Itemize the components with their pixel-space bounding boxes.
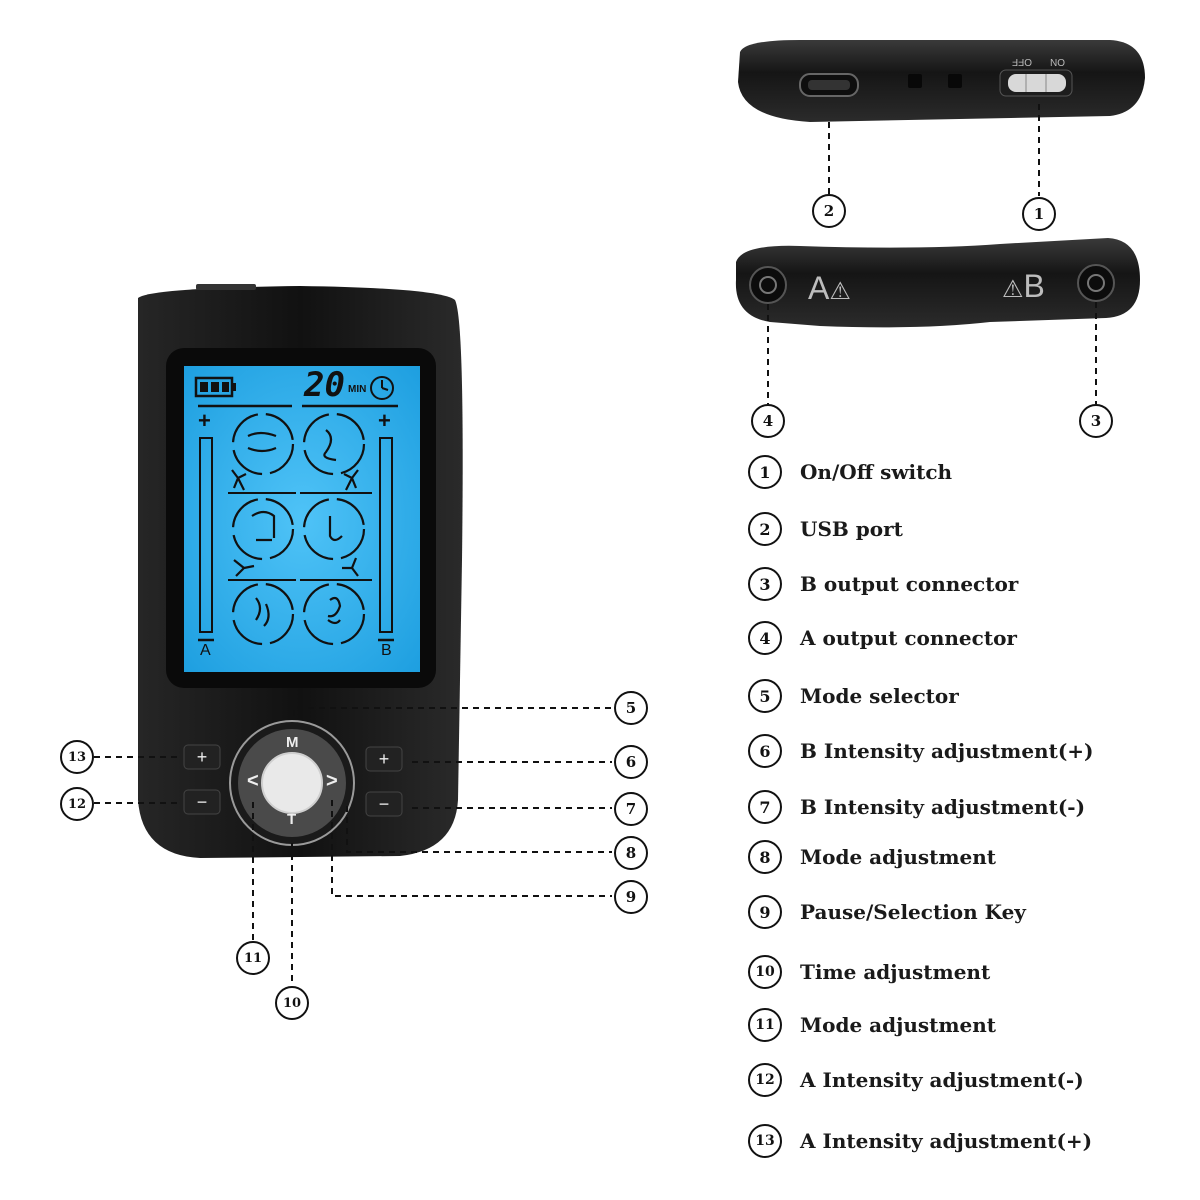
legend-number: 11 [748, 1008, 782, 1042]
control-ring [229, 720, 355, 846]
callout-11: 11 [236, 941, 270, 975]
legend-item-13: 13 A Intensity adjustment(+) [748, 1124, 1092, 1158]
channel-b-plus: + [378, 408, 391, 433]
a-output-connector [749, 266, 787, 304]
clock-icon [370, 376, 394, 400]
leader-lines [94, 104, 1097, 984]
legend-number: 2 [748, 512, 782, 546]
callout-5: 5 [614, 691, 648, 725]
callout-12: 12 [60, 787, 94, 821]
legend-item-7: 7 B Intensity adjustment(-) [748, 790, 1085, 824]
legend-label: Pause/Selection Key [800, 900, 1026, 924]
right-key-label[interactable]: > [326, 770, 338, 792]
legend-number: 6 [748, 734, 782, 768]
switch-on-label: ON [1050, 56, 1065, 67]
legend-item-3: 3 B output connector [748, 567, 1018, 601]
program-icons [231, 412, 366, 646]
callout-10: 10 [275, 986, 309, 1020]
callout-4: 4 [751, 404, 785, 438]
legend-number: 7 [748, 790, 782, 824]
legend-label: A Intensity adjustment(-) [800, 1068, 1084, 1092]
legend-label: Mode adjustment [800, 1013, 997, 1037]
timer-unit: MIN [348, 384, 367, 395]
switch-off-label: OFF [1012, 56, 1032, 67]
program-circle-6 [302, 582, 366, 646]
a-plus-key-label[interactable]: + [196, 747, 208, 767]
legend-number: 12 [748, 1063, 782, 1097]
bottom-edge-view [735, 238, 1140, 328]
legend-item-1: 1 On/Off switch [748, 455, 952, 489]
legend-item-6: 6 B Intensity adjustment(+) [748, 734, 1094, 768]
a-minus-key-label[interactable]: − [196, 792, 208, 812]
channel-a-plus: + [198, 408, 211, 433]
legend-number: 10 [748, 955, 782, 989]
a-plus-key [183, 744, 221, 770]
intensity-bar-b [379, 437, 393, 633]
legend-label: Time adjustment [800, 960, 991, 984]
legend-item-10: 10 Time adjustment [748, 955, 990, 989]
legend-number: 4 [748, 621, 782, 655]
callout-2: 2 [812, 194, 846, 228]
channel-a-label: A [200, 642, 211, 659]
top-edge-view [738, 40, 1145, 122]
b-plus-key-label[interactable]: + [378, 749, 390, 769]
edge-a-letter: A [808, 270, 830, 306]
legend-label: On/Off switch [800, 460, 953, 484]
program-circle-1 [231, 412, 295, 476]
edge-a-label: A⚠ [808, 270, 851, 307]
callout-13: 13 [60, 740, 94, 774]
legend-number: 1 [748, 455, 782, 489]
b-minus-key [365, 791, 403, 817]
legend-label: A output connector [800, 626, 1017, 650]
callout-1: 1 [1022, 197, 1056, 231]
callout-9: 9 [614, 880, 648, 914]
legend-label: Mode selector [800, 684, 959, 708]
program-circle-4 [302, 497, 366, 561]
left-key-label[interactable]: < [247, 770, 259, 792]
legend-label: A Intensity adjustment(+) [800, 1129, 1093, 1153]
legend-label: B Intensity adjustment(+) [800, 739, 1094, 763]
legend-label: Mode adjustment [800, 845, 997, 869]
legend-number: 5 [748, 679, 782, 713]
legend-item-8: 8 Mode adjustment [748, 840, 996, 874]
b-plus-key [365, 746, 403, 772]
legend-label: USB port [800, 517, 903, 541]
legend-label: B output connector [800, 572, 1019, 596]
program-circle-2 [302, 412, 366, 476]
program-circle-5 [231, 582, 295, 646]
pause-selection-key [261, 752, 323, 814]
a-minus-key [183, 789, 221, 815]
legend-item-11: 11 Mode adjustment [748, 1008, 996, 1042]
callout-3: 3 [1079, 404, 1113, 438]
battery-icon [194, 376, 236, 398]
timer-value: 20 [304, 365, 345, 405]
legend-item-2: 2 USB port [748, 512, 903, 546]
legend-item-12: 12 A Intensity adjustment(-) [748, 1063, 1084, 1097]
legend-number: 8 [748, 840, 782, 874]
b-output-connector [1077, 264, 1115, 302]
callout-8: 8 [614, 836, 648, 870]
legend-item-9: 9 Pause/Selection Key [748, 895, 1026, 929]
legend-item-4: 4 A output connector [748, 621, 1017, 655]
channel-b-label: B [381, 642, 392, 659]
b-minus-key-label[interactable]: − [378, 794, 390, 814]
legend-number: 9 [748, 895, 782, 929]
edge-b-letter: B [1023, 268, 1045, 304]
warning-icon: ⚠ [829, 278, 851, 305]
legend-number: 13 [748, 1124, 782, 1158]
warning-icon: ⚠ [1002, 276, 1024, 303]
callout-6: 6 [614, 745, 648, 779]
time-key-label[interactable]: T [287, 811, 297, 828]
intensity-bar-a [199, 437, 213, 633]
program-circle-3 [231, 497, 295, 561]
callout-7: 7 [614, 792, 648, 826]
legend-label: B Intensity adjustment(-) [800, 795, 1086, 819]
legend-item-5: 5 Mode selector [748, 679, 959, 713]
mode-key-label[interactable]: M [286, 734, 299, 751]
edge-b-label: ⚠B [1002, 268, 1045, 305]
legend-number: 3 [748, 567, 782, 601]
